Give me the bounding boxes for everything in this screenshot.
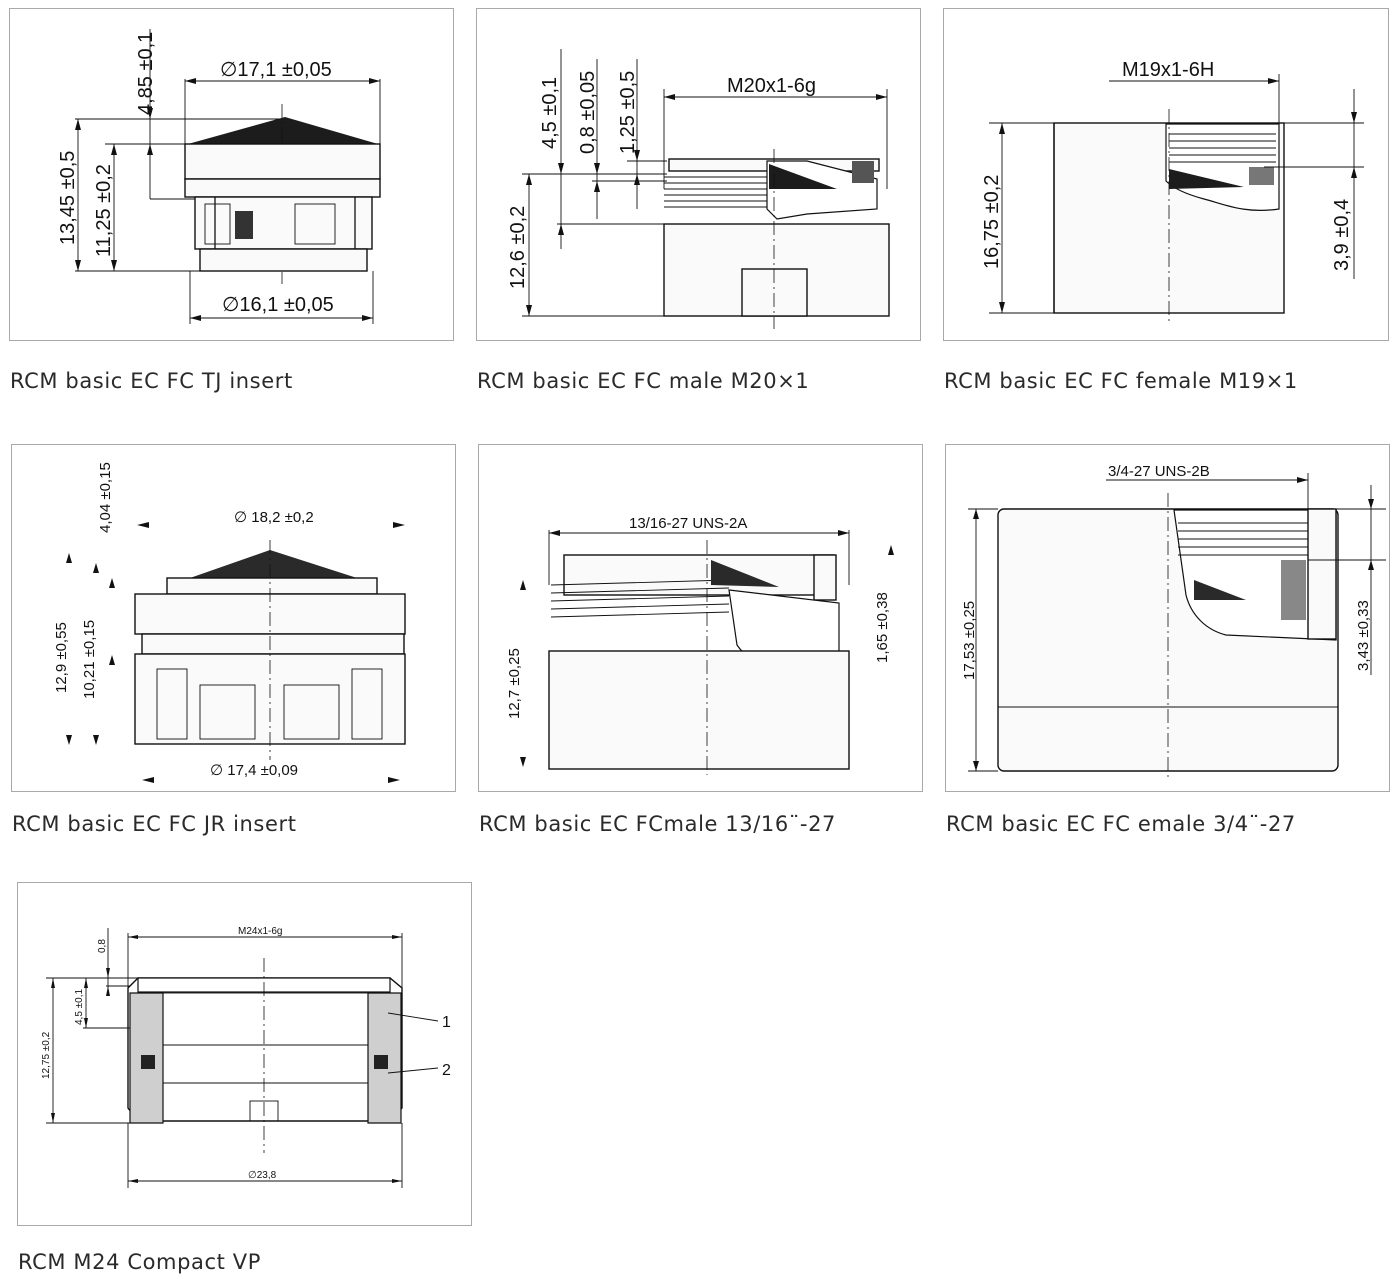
- m13-thread-label: 13/16-27 UNS-2A: [629, 515, 747, 532]
- drawing-panel-female-3-4: 3/4-27 UNS-2B 17,53 ±0,25 3,43 ±0,33: [945, 444, 1390, 792]
- male-m20-drawing: M20x1-6g 12,6 ±0,2 4,: [507, 49, 890, 329]
- drawing-panel-jr-insert: 4,04 ±0,15 ∅ 18,2 ±0,2 12,9 ±0,55 10,21 …: [11, 444, 456, 792]
- f34-h1-label: 17,53 ±0,25: [961, 601, 978, 680]
- f34-h2-label: 3,43 ±0,33: [1355, 600, 1372, 671]
- caption-m24-compact: RCM M24 Compact VP: [18, 1250, 261, 1274]
- m24-compact-drawing: M24x1-6g 12,75 ±0,2 4,5 ±0,1 0,8 1: [41, 926, 451, 1188]
- tj-bottom-dia-label: ∅16,1 ±0,05: [222, 294, 334, 316]
- caption-tj-insert: RCM basic EC FC TJ insert: [10, 369, 293, 393]
- tj-top-dia-label: ∅17,1 ±0,05: [220, 59, 332, 81]
- tj-h2-label: 13,45 ±0,5: [57, 151, 79, 245]
- tj-insert-drawing: ∅17,1 ±0,05 ∅16,1 ±0,05: [57, 29, 381, 324]
- caption-female-3-4: RCM basic EC FC emale 3/4¨-27: [946, 812, 1296, 836]
- jr-h1-label: 4,04 ±0,15: [97, 462, 114, 533]
- m13-h1-label: 12,7 ±0,25: [506, 648, 523, 719]
- f34-thread-label: 3/4-27 UNS-2B: [1108, 463, 1210, 480]
- m24-h2-label: 4,5 ±0,1: [74, 988, 85, 1025]
- m20-thread-label: M20x1-6g: [727, 75, 816, 97]
- m19-h2-label: 3,9 ±0,4: [1331, 199, 1353, 271]
- drawing-panel-male-13-16: 13/16-27 UNS-2A 12,7 ±0,25 1,65 ±0,38: [478, 444, 923, 792]
- drawing-panel-female-m19: M19x1-6H 16,75 ±0,2 3,9 ±0,4: [943, 8, 1389, 341]
- jr-top-dia-label: ∅ 18,2 ±0,2: [234, 509, 314, 526]
- drawing-panel-m24-compact: M24x1-6g 12,75 ±0,2 4,5 ±0,1 0,8 1: [17, 882, 472, 1226]
- caption-male-m20: RCM basic EC FC male M20×1: [477, 369, 810, 393]
- m19-h1-label: 16,75 ±0,2: [981, 175, 1003, 269]
- jr-bottom-dia-label: ∅ 17,4 ±0,09: [210, 762, 298, 779]
- m20-h2-label: 0,8 ±0,05: [577, 71, 599, 154]
- tj-h3-label: 11,25 ±0,2: [93, 164, 115, 257]
- caption-female-m19: RCM basic EC FC female M19×1: [944, 369, 1298, 393]
- m24-h1-label: 0,8: [97, 939, 108, 953]
- m20-h1-label: 4,5 ±0,1: [539, 77, 561, 149]
- m24-callout-1: 1: [442, 1014, 451, 1031]
- drawing-panel-tj-insert: ∅17,1 ±0,05 ∅16,1 ±0,05: [9, 8, 454, 341]
- female-m19-drawing: M19x1-6H 16,75 ±0,2 3,9 ±0,4: [981, 59, 1364, 324]
- caption-male-13-16: RCM basic EC FCmale 13/16¨-27: [479, 812, 837, 836]
- tj-h1-label: 4,85 ±0,1: [135, 32, 157, 115]
- m24-h3-label: 12,75 ±0,2: [41, 1031, 52, 1079]
- m19-thread-label: M19x1-6H: [1122, 59, 1214, 81]
- male-13-16-drawing: 13/16-27 UNS-2A 12,7 ±0,25 1,65 ±0,38: [506, 515, 894, 775]
- jr-h2-label: 12,9 ±0,55: [53, 622, 70, 693]
- caption-jr-insert: RCM basic EC FC JR insert: [12, 812, 297, 836]
- m24-callout-2: 2: [442, 1062, 451, 1079]
- jr-insert-drawing: 4,04 ±0,15 ∅ 18,2 ±0,2 12,9 ±0,55 10,21 …: [53, 462, 406, 783]
- jr-h3-label: 10,21 ±0,15: [81, 620, 98, 699]
- m20-h3-label: 1,25 ±0,5: [617, 71, 639, 154]
- drawing-panel-male-m20: M20x1-6g 12,6 ±0,2 4,: [476, 8, 921, 341]
- m24-dia-label: ∅23,8: [248, 1170, 277, 1181]
- female-3-4-drawing: 3/4-27 UNS-2B 17,53 ±0,25 3,43 ±0,33: [961, 463, 1386, 780]
- m13-h2-label: 1,65 ±0,38: [874, 592, 891, 663]
- m20-h4-label: 12,6 ±0,2: [507, 206, 529, 289]
- m24-thread-label: M24x1-6g: [238, 926, 282, 937]
